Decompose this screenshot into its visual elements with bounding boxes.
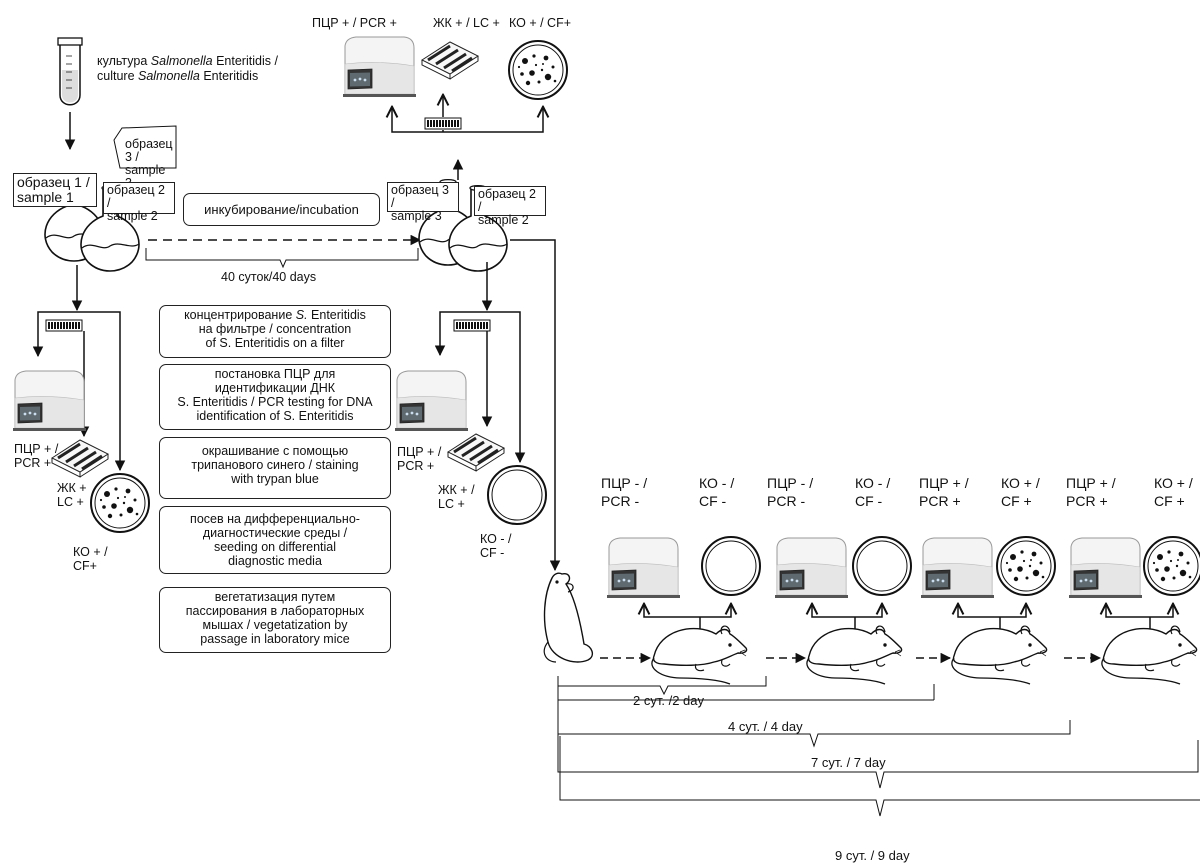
sample-2-label: образец 2 /sample 2 — [103, 182, 175, 214]
passage-3-mouse-icon — [952, 626, 1047, 684]
passage-1-cf-label: КО - /CF - — [699, 474, 734, 510]
mid-lc-label: ЖК + /LC + — [438, 483, 475, 511]
culture-label: культура Salmonella Enteritidis / cultur… — [97, 54, 278, 84]
top-pcr-label: ПЦР + / PCR + — [312, 16, 397, 30]
passage-3-pcr-machine-icon — [921, 538, 994, 598]
left-pcr-label: ПЦР + /PCR + — [14, 442, 58, 470]
passage-3-pcr-label: ПЦР + /PCR + — [919, 474, 969, 510]
passage-4-pcr-machine-icon — [1069, 538, 1142, 598]
left-cf-label: КО + /CF+ — [73, 545, 108, 573]
top-lc-label: ЖК + / LC + — [433, 16, 500, 30]
passage-1-mouse-icon — [652, 626, 747, 684]
passage-2-pcr-machine-icon — [775, 538, 848, 598]
passage-2-petri-dish-icon — [853, 537, 911, 595]
mid-pcr-label: ПЦР + /PCR + — [397, 445, 441, 473]
timeline-9-day: 9 сут. / 9 day — [835, 848, 910, 863]
step-concentration: концентрирование S. Enteritidis на фильт… — [159, 305, 391, 358]
timeline-4-day: 4 сут. / 4 day — [728, 719, 803, 734]
left-lc-label: ЖК +LC + — [57, 481, 87, 509]
passage-4-pcr-label: ПЦР + /PCR + — [1066, 474, 1116, 510]
passage-3-cf-label: КО + /CF + — [1001, 474, 1040, 510]
passage-1-pcr-label: ПЦР - /PCR - — [601, 474, 647, 510]
passage-2-pcr-label: ПЦР - /PCR - — [767, 474, 813, 510]
sample-2b-label: образец 2 /sample 2 — [474, 186, 546, 216]
passage-1-pcr-machine-icon — [607, 538, 680, 598]
timeline-2-day: 2 сут. /2 day — [633, 693, 704, 708]
passage-2-mouse-icon — [807, 626, 902, 684]
mid-cf-label: КО - /CF - — [480, 532, 511, 560]
step-seeding: посев на дифференциально-диагностические… — [159, 506, 391, 574]
sample-3-label: образец 3 /sample 3 — [122, 137, 174, 167]
passage-4-cf-label: КО + /CF + — [1154, 474, 1193, 510]
lab-mouse-standing-icon — [544, 573, 592, 662]
passage-2-cf-label: КО - /CF - — [855, 474, 890, 510]
passage-4-mouse-icon — [1102, 626, 1197, 684]
duration-label: 40 суток/40 days — [221, 270, 316, 284]
incubation-box: инкубирование/incubation — [183, 193, 380, 226]
sample-1-label: образец 1 /sample 1 — [13, 173, 97, 207]
top-cf-label: КО + / CF+ — [509, 16, 571, 30]
timeline-7-day: 7 сут. / 7 day — [811, 755, 886, 770]
culture-tube-icon — [58, 38, 82, 105]
passage-1-petri-dish-icon — [702, 537, 760, 595]
passage-3-petri-dish-icon — [997, 537, 1055, 595]
passage-4-petri-dish-icon — [1144, 537, 1200, 595]
sample-3b-label: образец 3 /sample 3 — [387, 182, 459, 212]
